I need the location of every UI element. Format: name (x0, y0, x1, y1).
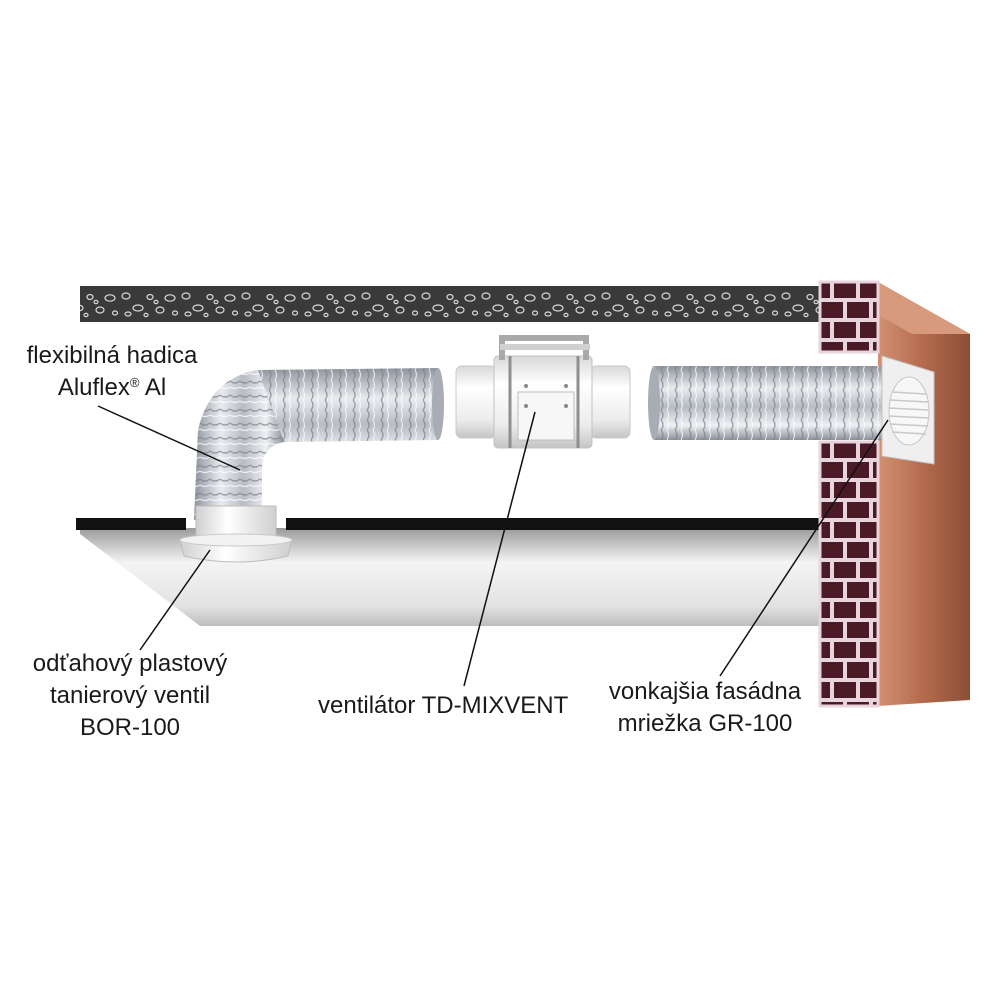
brick-wall-icon (818, 280, 880, 708)
fan-terminal-box (517, 391, 575, 441)
ceiling-slab (80, 286, 822, 322)
ceiling-line-left (76, 518, 186, 530)
label-grille-line2: mriežka GR-100 (617, 710, 793, 737)
ceiling-line-right (286, 518, 826, 530)
label-flexible-hose: flexibilná hadica Aluflex® Al (12, 340, 212, 404)
leader-fan (463, 411, 536, 687)
label-hose-model: Al (139, 374, 167, 401)
label-hose-registered-mark: ® (129, 375, 140, 390)
label-valve-line3: BOR-100 (79, 714, 181, 741)
fan-collar-right (589, 365, 631, 439)
leader-grille (719, 419, 889, 677)
label-hose-brand: Aluflex (57, 374, 130, 401)
valve-neck (195, 505, 277, 537)
label-hose-line2: Aluflex® Al (12, 372, 212, 404)
inline-fan-icon (455, 335, 631, 449)
label-facade-grille: vonkajšia fasádna mriežka GR-100 (590, 676, 820, 740)
label-valve-line1: odťahový plastový (32, 650, 228, 677)
flexible-duct-icon (194, 366, 886, 520)
facade-grille-icon (881, 355, 935, 465)
fan-collar-left (455, 365, 497, 439)
label-fan: ventilátor TD-MIXVENT (318, 690, 568, 722)
label-valve-line2: tanierový ventil (49, 682, 211, 709)
leader-hose (97, 405, 241, 471)
leader-valve (139, 549, 211, 651)
grille-louver (888, 376, 930, 446)
label-plate-valve: odťahový plastový tanierový ventil BOR-1… (20, 648, 240, 744)
plate-valve-icon (179, 505, 293, 563)
label-grille-line1: vonkajšia fasádna (608, 678, 802, 705)
brick-wall-lower (820, 442, 878, 706)
facade-wall (878, 282, 970, 706)
label-hose-line1: flexibilná hadica (26, 342, 198, 369)
brick-wall-upper (820, 282, 878, 352)
label-fan-line1: ventilátor TD-MIXVENT (318, 692, 569, 719)
